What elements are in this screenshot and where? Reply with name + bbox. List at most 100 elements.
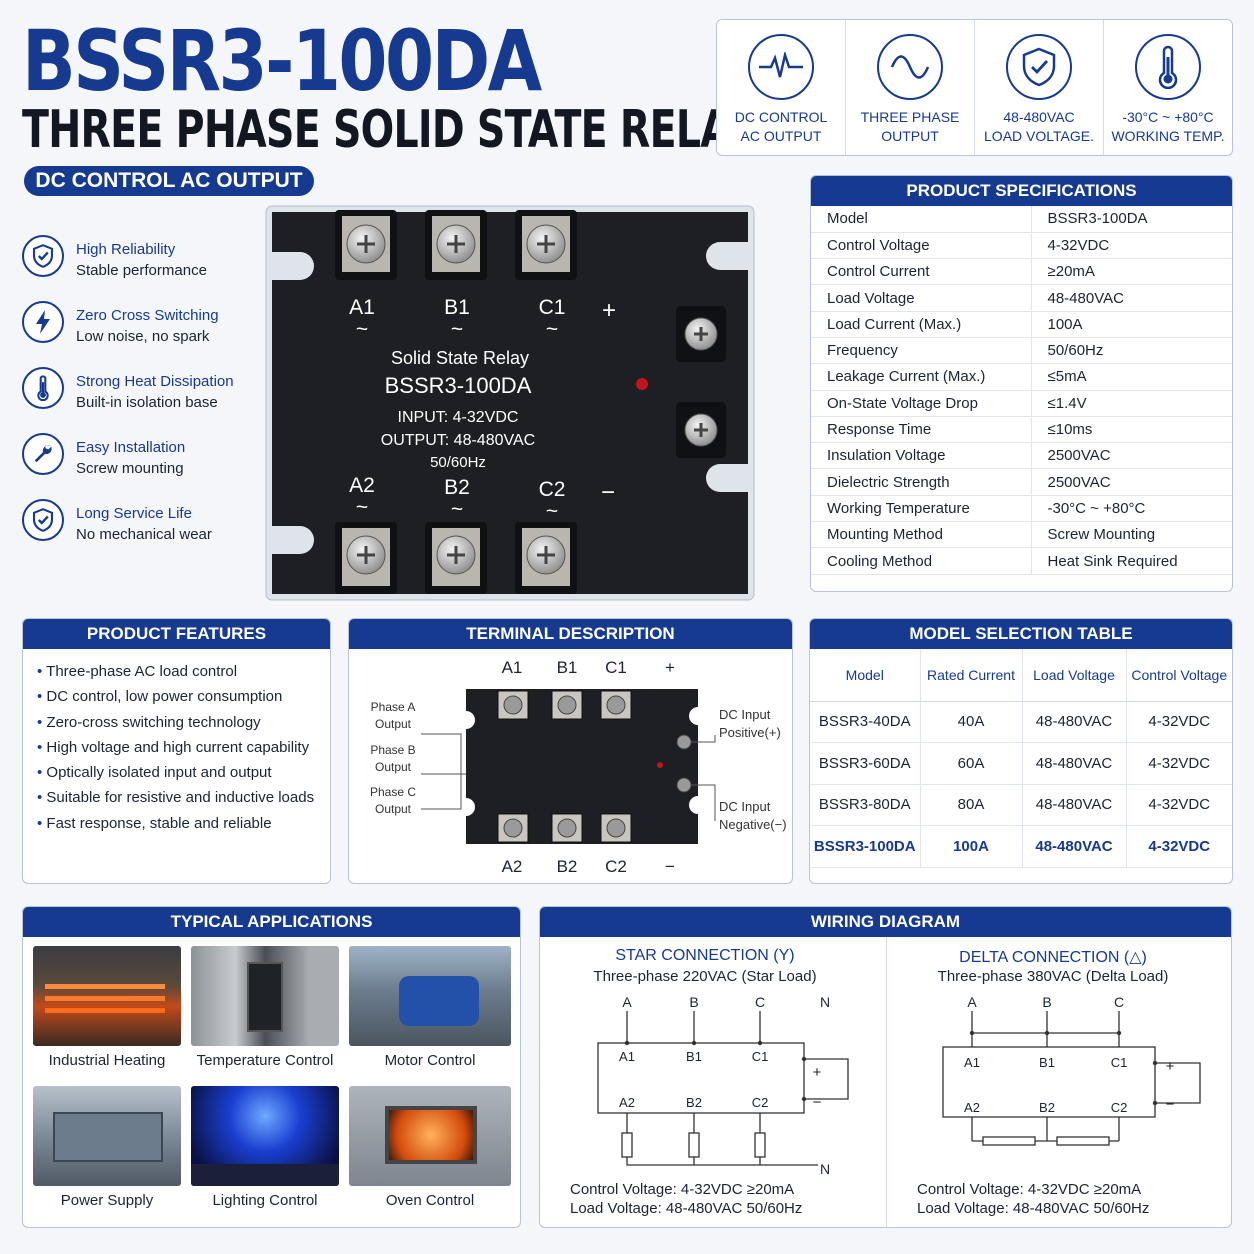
thermometer-icon xyxy=(1135,34,1201,100)
relay-line5: 50/60Hz xyxy=(430,454,486,471)
terminal-title: TERMINAL DESCRIPTION xyxy=(349,619,792,649)
spec-value: Heat Sink Required xyxy=(1031,547,1232,575)
td-bottom-b2: B2 xyxy=(557,857,578,876)
column-header: Model xyxy=(810,649,921,702)
table-row: Response Time≤10ms xyxy=(811,416,1232,444)
table-cell: 40A xyxy=(920,701,1023,743)
wiring-diagram: WIRING DIAGRAM STAR CONNECTION (Y) Three… xyxy=(539,906,1232,1228)
side-feature-title: Easy Installation xyxy=(76,439,186,456)
td-bottom-a2: A2 xyxy=(502,857,523,876)
features-title: PRODUCT FEATURES xyxy=(23,619,330,649)
table-row: Leakage Current (Max.)≤5mA xyxy=(811,363,1232,391)
list-item: Three-phase AC load control xyxy=(37,663,330,688)
spec-value: ≤10ms xyxy=(1031,416,1232,444)
applications-title: TYPICAL APPLICATIONS xyxy=(23,907,520,937)
model-selection-table: MODEL SELECTION TABLE Model Rated Curren… xyxy=(809,618,1233,884)
table-row: Working Temperature-30°C ~ +80°C xyxy=(811,495,1232,523)
key-feature-label: 48-480VAC LOAD VOLTAGE. xyxy=(984,109,1094,144)
wiring-divider xyxy=(886,937,887,1227)
side-feature-desc: Built-in isolation base xyxy=(76,394,218,411)
star-phase-n: N xyxy=(820,994,830,1010)
relay-plus: + xyxy=(602,297,616,324)
temperature-control-photo xyxy=(191,946,339,1046)
features-list: Three-phase AC load control DC control, … xyxy=(23,649,330,840)
table-cell: 48-480VAC xyxy=(1022,825,1127,868)
model-table-title: MODEL SELECTION TABLE xyxy=(810,619,1232,649)
delta-phase-a: A xyxy=(967,994,977,1010)
application-label: Oven Control xyxy=(385,1192,475,1209)
delta-c1: C1 xyxy=(1111,1055,1128,1070)
delta-b1: B1 xyxy=(1039,1055,1055,1070)
star-b2: B2 xyxy=(686,1095,702,1110)
table-cell: 60A xyxy=(920,742,1023,785)
relay-label-c1: C1 xyxy=(539,296,566,319)
star-footnote: Control Voltage: 4-32VDC ≥20mA Load Volt… xyxy=(570,1181,803,1217)
star-minus: − xyxy=(813,1094,822,1111)
top-terminal-screws xyxy=(335,210,577,280)
delta-b2: B2 xyxy=(1039,1100,1055,1115)
application-item: Industrial Heating xyxy=(33,946,181,1086)
spec-label: Dielectric Strength xyxy=(811,468,1032,496)
td-dc-negative-label: DC Input xyxy=(719,799,771,814)
td-top-b1: B1 xyxy=(557,658,578,677)
delta-phase-b: B xyxy=(1042,994,1051,1010)
application-item: Motor Control xyxy=(349,946,511,1086)
td-phase-c-label: Phase C xyxy=(370,785,416,799)
delta-minus: − xyxy=(1166,1096,1175,1113)
spec-value: -30°C ~ +80°C xyxy=(1031,495,1232,523)
key-feature-label: THREE PHASE OUTPUT xyxy=(860,109,960,144)
key-feature-three-phase: THREE PHASE OUTPUT xyxy=(846,20,975,155)
relay-line3: INPUT: 4-32VDC xyxy=(398,409,519,426)
list-item: DC control, low power consumption xyxy=(37,688,330,713)
list-item: Optically isolated input and output xyxy=(37,764,330,789)
star-phase-b: B xyxy=(689,994,698,1010)
motor-control-photo xyxy=(349,946,511,1046)
delta-a1: A1 xyxy=(964,1055,980,1070)
spec-label: On-State Voltage Drop xyxy=(811,390,1032,417)
spec-label: Control Voltage xyxy=(811,232,1032,260)
side-feature-title: Long Service Life xyxy=(76,505,192,522)
application-item: Lighting Control xyxy=(191,1086,339,1226)
shield-check-icon xyxy=(22,499,64,541)
delta-connection-diagram: A B C A1 B1 C1 A2 B2 C2 + − xyxy=(942,994,1201,1146)
spec-label: Model xyxy=(811,206,1032,233)
relay-line1: Solid State Relay xyxy=(391,348,529,368)
td-phase-a-label: Output xyxy=(375,717,412,731)
table-cell: BSSR3-60DA xyxy=(810,742,921,785)
column-header: Load Voltage xyxy=(1022,649,1127,702)
td-phase-b-label: Phase B xyxy=(370,743,415,757)
relay-label-c2: C2 xyxy=(539,478,566,501)
side-feature-title: High Reliability xyxy=(76,241,176,258)
td-top-c1: C1 xyxy=(605,658,627,677)
spec-value: 48-480VAC xyxy=(1031,284,1232,312)
star-phase-c: C xyxy=(755,994,765,1010)
power-supply-photo xyxy=(33,1086,181,1186)
side-feature-desc: Stable performance xyxy=(76,262,207,279)
product-features: PRODUCT FEATURES Three-phase AC load con… xyxy=(22,618,331,884)
key-feature-label: DC CONTROL AC OUTPUT xyxy=(734,109,828,144)
relay-label-a1: A1 xyxy=(349,296,375,319)
relay-body xyxy=(272,212,748,594)
td-phase-a-label: Phase A xyxy=(371,700,416,714)
table-cell: BSSR3-100DA xyxy=(810,825,921,868)
star-subtitle: Three-phase 220VAC (Star Load) xyxy=(593,968,817,985)
spec-label: Response Time xyxy=(811,416,1032,444)
td-bottom-c2: C2 xyxy=(605,857,627,876)
td-phase-c-label: Output xyxy=(375,802,412,816)
star-title: STAR CONNECTION (Y) xyxy=(615,947,795,964)
side-feature-title: Strong Heat Dissipation xyxy=(76,373,234,390)
star-b1: B1 xyxy=(686,1049,702,1064)
model-table: Model Rated Current Load Voltage Control… xyxy=(810,649,1232,868)
table-cell: 4-32VDC xyxy=(1126,742,1232,785)
relay-label-a2: A2 xyxy=(349,474,375,497)
spec-value: 100A xyxy=(1031,311,1232,338)
spec-value: 2500VAC xyxy=(1031,468,1232,496)
relay-line2: BSSR3-100DA xyxy=(385,373,532,398)
spec-title: PRODUCT SPECIFICATIONS xyxy=(811,176,1232,206)
